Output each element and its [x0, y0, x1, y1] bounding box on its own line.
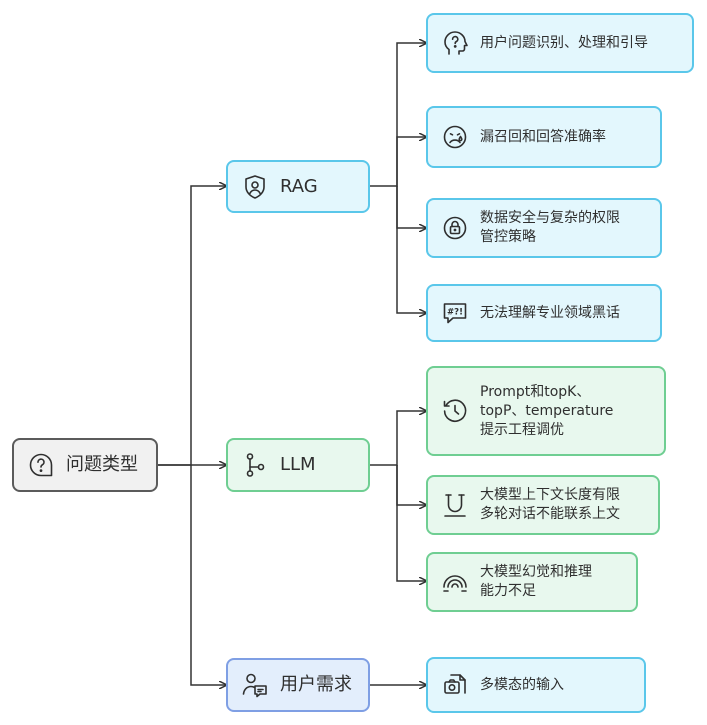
leaf-label-user-1: 多模态的输入: [480, 676, 564, 693]
leaf-label-rag-2: 漏召回和回答准确率: [480, 128, 606, 145]
cursing-speech-icon: #?!: [440, 298, 470, 328]
link-root-rag: [158, 186, 226, 466]
link-rag-3: [396, 186, 426, 228]
branch-label-user: 用户需求: [280, 674, 352, 695]
leaf-node-rag-4[interactable]: #?! 无法理解专业领域黑话: [426, 284, 662, 342]
leaf-node-llm-2[interactable]: 大模型上下文长度有限 多轮对话不能联系上文: [426, 475, 660, 535]
leaf-label-llm-1: Prompt和topK、 topP、temperature 提示工程调优: [480, 383, 614, 438]
rainbow-icon: [440, 567, 470, 597]
git-branch-icon: [240, 450, 270, 480]
camera-files-icon: [440, 670, 470, 700]
branch-label-llm: LLM: [280, 454, 316, 475]
leaf-label-llm-2: 大模型上下文长度有限 多轮对话不能联系上文: [480, 487, 620, 522]
leaf-node-rag-1[interactable]: 用户问题识别、处理和引导: [426, 13, 694, 73]
leaf-node-llm-3[interactable]: 大模型幻觉和推理 能力不足: [426, 552, 638, 612]
root-label: 问题类型: [66, 454, 138, 475]
root-node[interactable]: 问题类型: [12, 438, 158, 492]
link-llm-2: [396, 465, 426, 505]
sad-face-icon: [440, 122, 470, 152]
branch-node-llm[interactable]: LLM: [226, 438, 370, 492]
leaf-node-rag-2[interactable]: 漏召回和回答准确率: [426, 106, 662, 168]
user-chat-icon: [240, 670, 270, 700]
question-bubble-icon: [26, 450, 56, 480]
branch-label-rag: RAG: [280, 175, 318, 197]
magnet-icon: [440, 490, 470, 520]
link-llm-1: [370, 411, 426, 466]
leaf-label-rag-1: 用户问题识别、处理和引导: [480, 34, 648, 51]
branch-node-user[interactable]: 用户需求: [226, 658, 370, 712]
history-clock-icon: [440, 396, 470, 426]
link-rag-1: [370, 43, 426, 187]
lock-icon: [440, 213, 470, 243]
svg-text:#?!: #?!: [447, 308, 463, 318]
question-head-icon: [440, 28, 470, 58]
link-llm-3: [396, 465, 426, 581]
shield-user-icon: [240, 172, 270, 202]
leaf-label-rag-4: 无法理解专业领域黑话: [480, 304, 620, 321]
leaf-label-llm-3: 大模型幻觉和推理 能力不足: [480, 564, 592, 599]
leaf-node-user-1[interactable]: 多模态的输入: [426, 657, 646, 713]
leaf-label-rag-3: 数据安全与复杂的权限 管控策略: [480, 210, 620, 245]
leaf-node-llm-1[interactable]: Prompt和topK、 topP、temperature 提示工程调优: [426, 366, 666, 456]
link-rag-4: [396, 186, 426, 313]
link-rag-2: [396, 137, 426, 186]
link-root-user: [190, 465, 226, 685]
leaf-node-rag-3[interactable]: 数据安全与复杂的权限 管控策略: [426, 198, 662, 258]
branch-node-rag[interactable]: RAG: [226, 160, 370, 213]
